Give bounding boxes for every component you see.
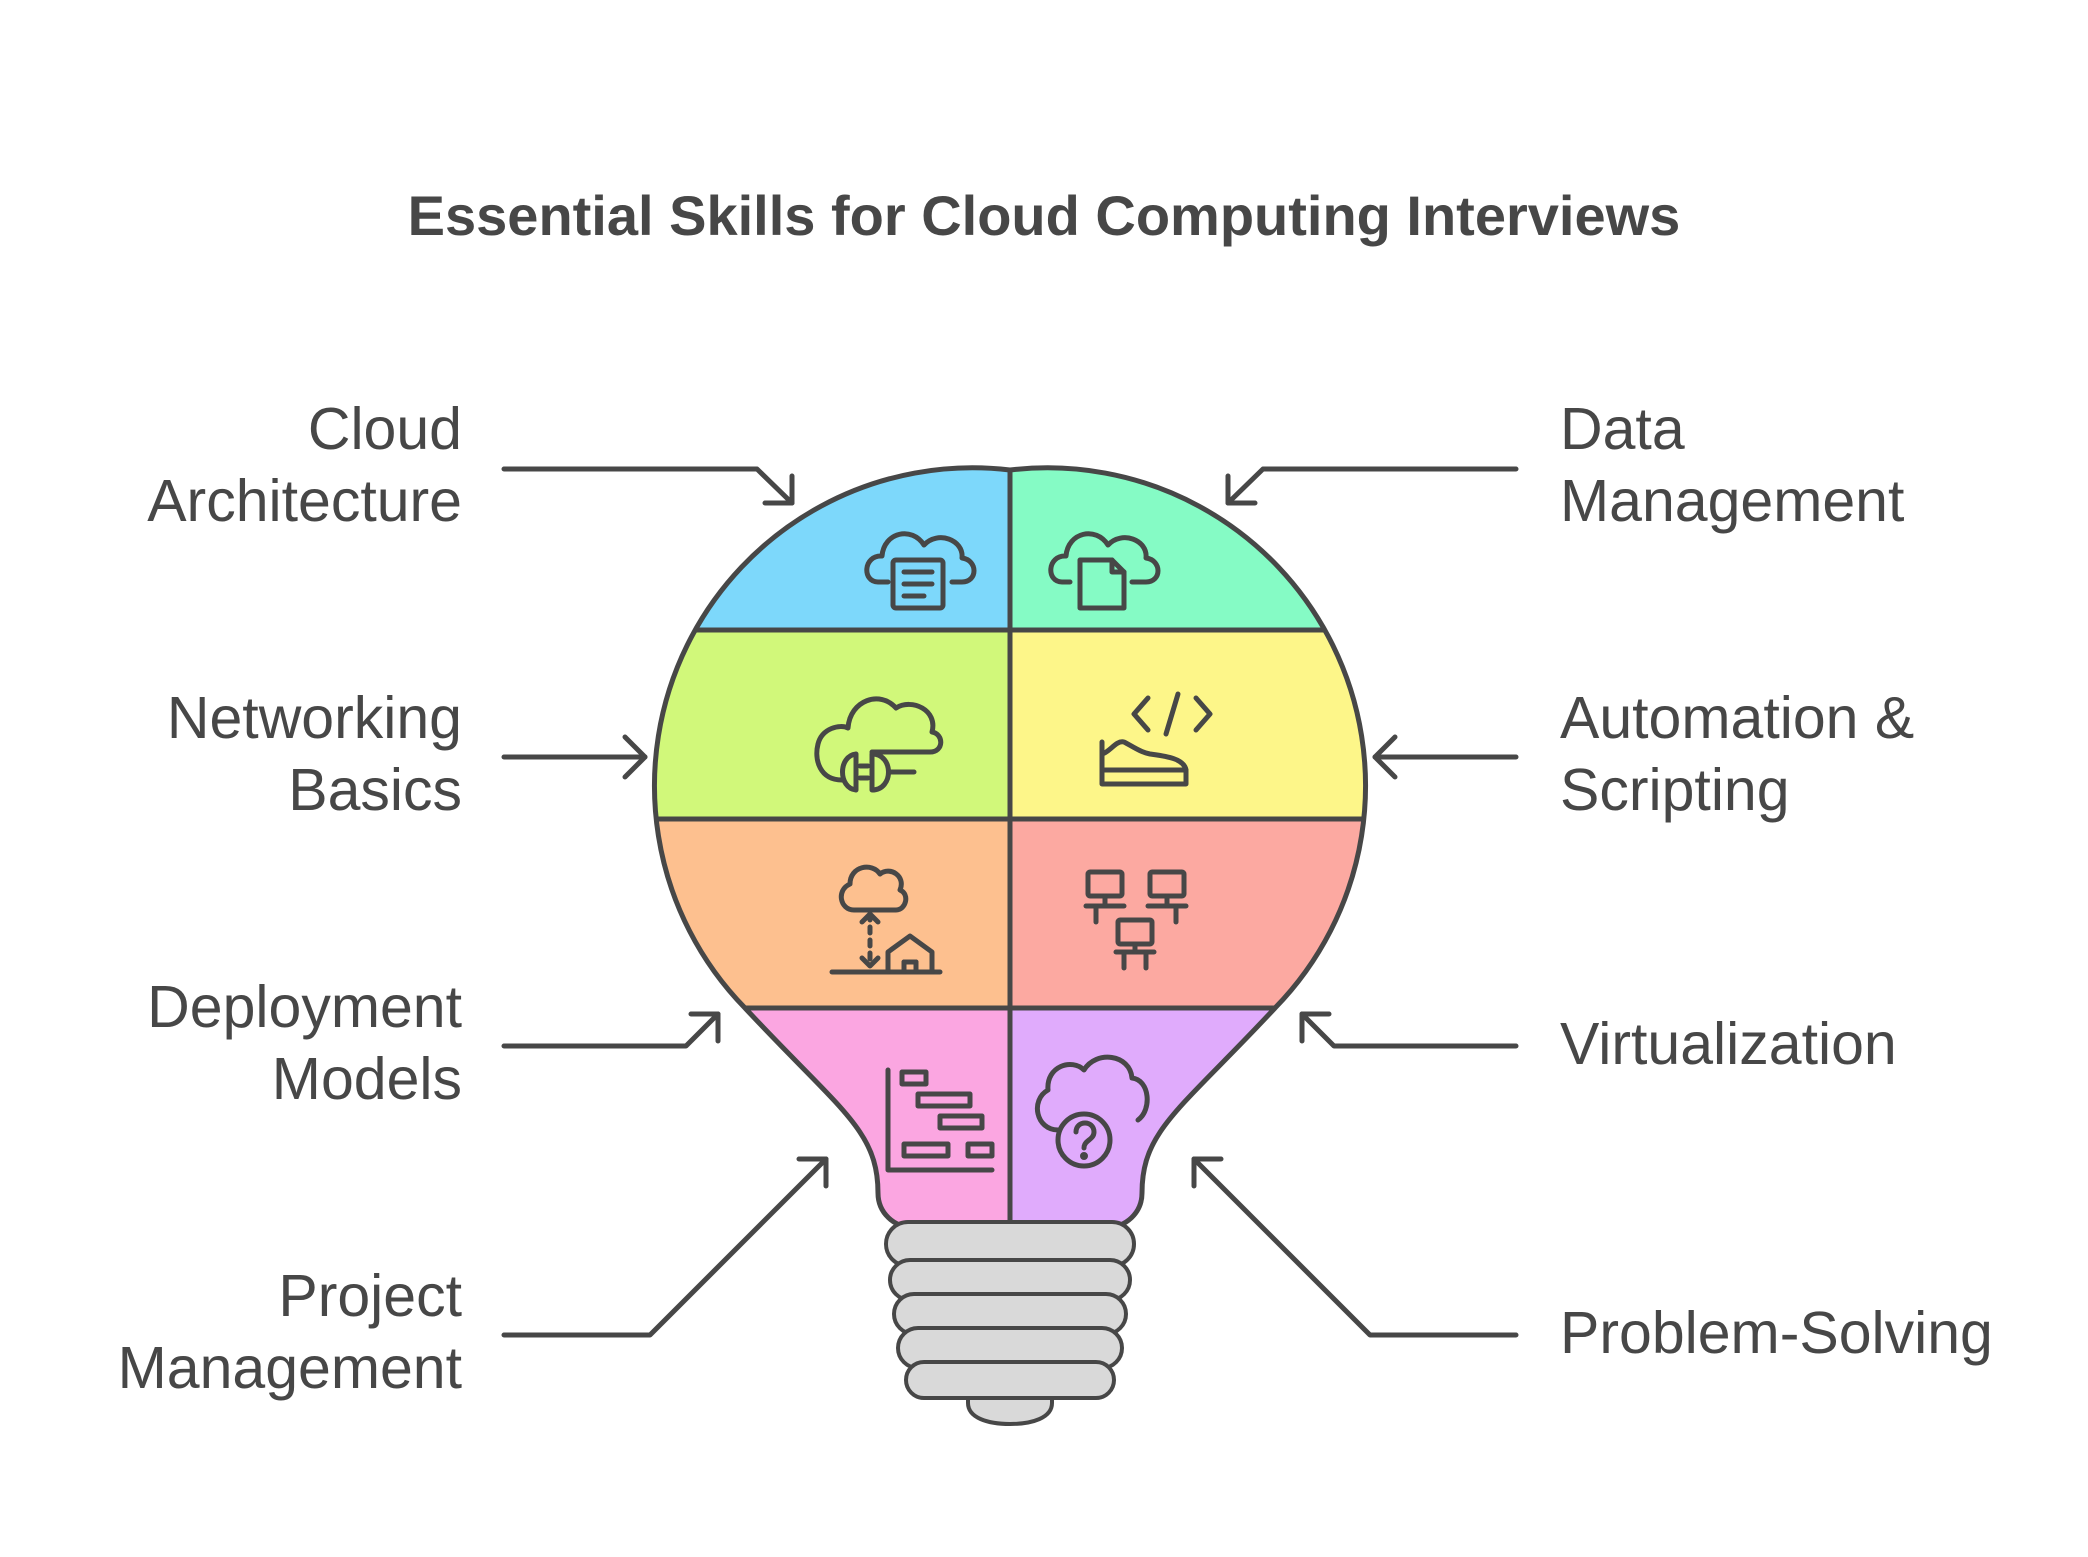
cloud-file-icon — [1048, 531, 1161, 611]
label-line: Architecture — [147, 468, 462, 534]
label-project-management: Project Management — [118, 1260, 462, 1404]
label-line: Virtualization — [1560, 1011, 1897, 1077]
label-line: Problem-Solving — [1560, 1300, 1993, 1366]
arrow-cloud-architecture — [501, 466, 795, 506]
label-line: Cloud — [307, 396, 462, 462]
label-problem-solving: Problem-Solving — [1560, 1297, 1993, 1369]
gantt-chart-icon — [885, 1067, 995, 1173]
label-data-management: Data Management — [1560, 393, 1904, 537]
cloud-question-icon — [1035, 1054, 1150, 1169]
label-line: Project — [278, 1263, 462, 1329]
label-cloud-architecture: Cloud Architecture — [147, 393, 462, 537]
label-virtualization: Virtualization — [1560, 1008, 1897, 1080]
cloud-plug-icon — [814, 696, 944, 793]
label-line: Data — [1560, 396, 1685, 462]
cloud-document-icon — [864, 531, 977, 611]
label-line: Scripting — [1560, 757, 1790, 823]
label-line: Automation & — [1560, 685, 1915, 751]
arrow-problem-solving — [1191, 1156, 1519, 1338]
label-line: Deployment — [147, 974, 462, 1040]
label-networking-basics: Networking Basics — [167, 682, 462, 826]
label-line: Networking — [166, 685, 462, 751]
arrow-data-management — [1225, 466, 1519, 506]
label-line: Basics — [288, 757, 462, 823]
page-title: Essential Skills for Cloud Computing Int… — [407, 183, 1681, 247]
bulb-segments — [654, 467, 1366, 1228]
arrow-virtualization — [1299, 1011, 1519, 1049]
segment-automation-scripting — [1010, 630, 1366, 819]
segment-networking-basics — [654, 630, 1010, 819]
label-automation-scripting: Automation & Scripting — [1560, 682, 1914, 826]
bulb-base — [884, 1220, 1136, 1427]
cloud-home-icon — [829, 864, 943, 975]
arrow-networking-basics — [501, 734, 648, 780]
label-line: Models — [271, 1046, 462, 1112]
label-deployment-models: Deployment Models — [147, 971, 462, 1115]
label-line: Management — [117, 1335, 462, 1401]
code-shoe-icon — [1099, 691, 1213, 787]
networked-computers-icon — [1083, 869, 1189, 971]
label-line: Management — [1560, 468, 1905, 534]
arrow-project-management — [501, 1156, 829, 1338]
arrow-automation-scripting — [1372, 734, 1519, 780]
arrow-deployment-models — [501, 1011, 721, 1049]
